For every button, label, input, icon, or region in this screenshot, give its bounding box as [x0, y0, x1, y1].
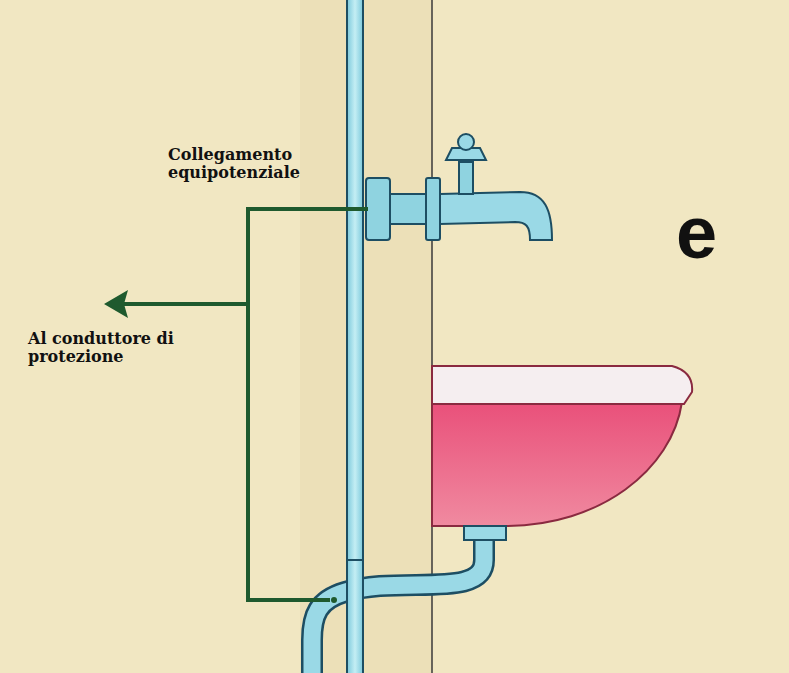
- water-pipe: [347, 0, 363, 673]
- sink-drain-fitting: [464, 526, 506, 540]
- arrow-head: [104, 290, 128, 318]
- sink-basin: [432, 402, 682, 526]
- drain-pipe-outline: [312, 540, 484, 673]
- wall-line: [431, 0, 433, 673]
- figure-letter: e: [676, 196, 746, 270]
- label: Al conduttore di protezione: [28, 330, 218, 367]
- wall-section: [300, 0, 432, 673]
- sink-rim: [432, 366, 692, 404]
- clamp-point: [331, 597, 337, 603]
- faucet-nipple: [390, 194, 426, 224]
- drain-pipe: [312, 540, 484, 673]
- faucet-knob: [458, 134, 474, 150]
- faucet-flange: [426, 178, 440, 240]
- protective-conductor-lead: [124, 302, 248, 306]
- pipe-fitting: [366, 178, 390, 240]
- water-pipe-front: [347, 560, 363, 673]
- bonding-wire: [248, 209, 368, 600]
- faucet-body: [440, 192, 552, 240]
- faucet-stem: [459, 162, 473, 194]
- label: Collegamento equipotenziale: [168, 146, 348, 183]
